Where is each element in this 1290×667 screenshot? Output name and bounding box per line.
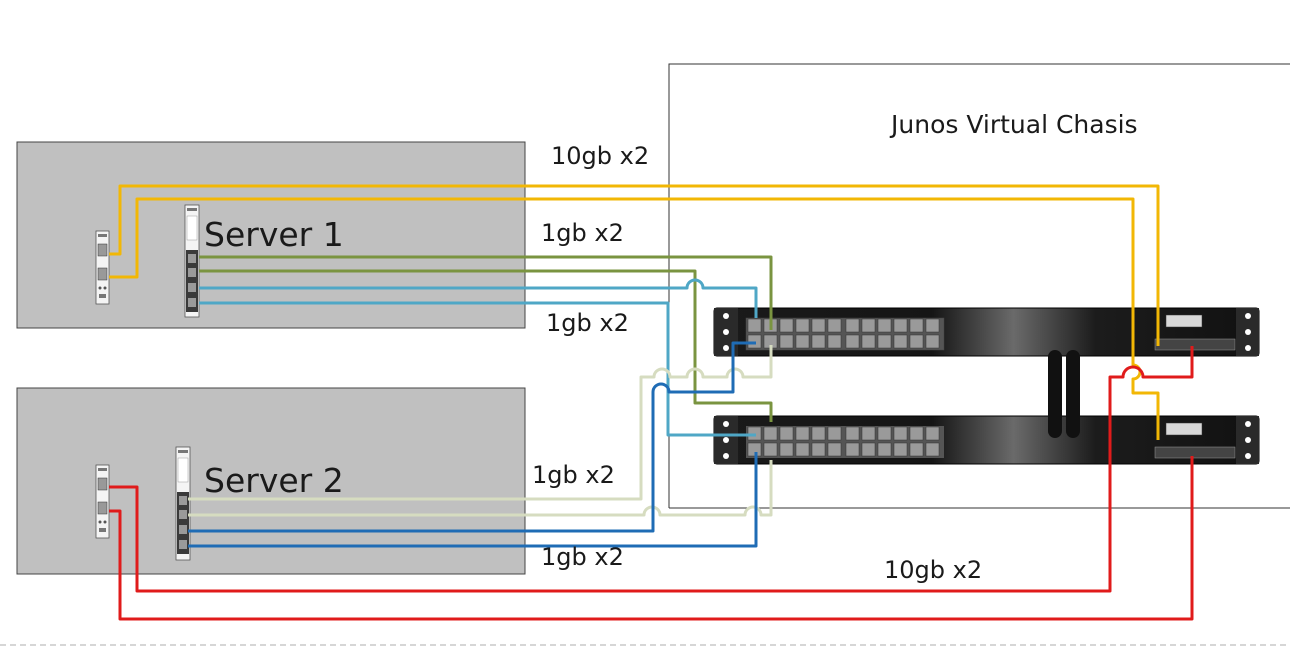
switch-port [925, 426, 940, 441]
server-1: Server 1 [16, 141, 526, 329]
switch-port [893, 426, 908, 441]
link-1g-lightblue-b [199, 301, 756, 437]
label-1g-server2-a: 1gb x2 [532, 461, 615, 489]
virtual-chassis-title: Junos Virtual Chasis [889, 110, 1138, 139]
switch-1-ports [745, 317, 945, 351]
switch-port [763, 426, 778, 441]
switch-port [877, 334, 892, 349]
switch-port [877, 426, 892, 441]
switch-port [925, 442, 940, 457]
switch-port [909, 442, 924, 457]
switch-port [877, 318, 892, 333]
switch-2-ports [746, 426, 944, 458]
link-10g-server2-b [109, 456, 1194, 621]
switch-port [779, 334, 794, 349]
link-1g-lightblue-a [199, 278, 758, 318]
server-2-1g-nic [175, 446, 191, 561]
switch-port [909, 426, 924, 441]
switch-port [827, 334, 842, 349]
switch-port [795, 426, 810, 441]
switch-port [779, 442, 794, 457]
switch-port [861, 334, 876, 349]
link-1g-beige-a [188, 345, 773, 501]
switch-port [861, 318, 876, 333]
server-2-label: Server 2 [204, 461, 344, 500]
label-10g-server1: 10gb x2 [551, 142, 649, 170]
switch-port [827, 426, 842, 441]
switch-port [827, 318, 842, 333]
link-10g-server1-a [109, 184, 1160, 346]
switch-port [811, 318, 826, 333]
link-10g-server2-a [109, 346, 1194, 593]
switch-port [845, 426, 860, 441]
switch-port [795, 442, 810, 457]
switch-port [763, 442, 778, 457]
switch-port [811, 426, 826, 441]
label-10g-server2: 10gb x2 [884, 556, 982, 584]
switch-port [795, 318, 810, 333]
server-2: Server 2 [16, 387, 526, 575]
switch-port [795, 334, 810, 349]
switch-port [909, 318, 924, 333]
link-1g-blue-b [188, 452, 758, 548]
server-1-1g-nic [184, 204, 200, 318]
switch-1 [713, 307, 1260, 357]
switch-port [779, 426, 794, 441]
link-1g-blue-a [188, 341, 756, 533]
vc-stacking-cables [1048, 350, 1080, 438]
switch-port [925, 318, 940, 333]
link-1g-green-a [199, 255, 773, 330]
switch-port [747, 318, 762, 333]
switch-port [909, 334, 924, 349]
switch-2 [713, 415, 1260, 465]
server-2-10g-nic [95, 464, 110, 539]
switch-port [779, 318, 794, 333]
switch-port [811, 334, 826, 349]
switch-port [845, 318, 860, 333]
label-1g-server1-a: 1gb x2 [541, 219, 624, 247]
switch-port [893, 442, 908, 457]
server-1-label: Server 1 [204, 215, 344, 254]
switch-port [827, 442, 842, 457]
switch-port [845, 334, 860, 349]
switch-port [877, 442, 892, 457]
link-1g-beige-b [188, 460, 773, 517]
switch-port [861, 442, 876, 457]
switch-port [861, 426, 876, 441]
switch-port [893, 318, 908, 333]
switch-port [845, 442, 860, 457]
switch-port [893, 334, 908, 349]
server-1-10g-nic [95, 230, 110, 305]
switch-port [925, 334, 940, 349]
label-1g-server2-b: 1gb x2 [541, 543, 624, 571]
link-1g-green-b [199, 269, 773, 422]
label-1g-server1-b: 1gb x2 [546, 309, 629, 337]
switch-port [811, 442, 826, 457]
